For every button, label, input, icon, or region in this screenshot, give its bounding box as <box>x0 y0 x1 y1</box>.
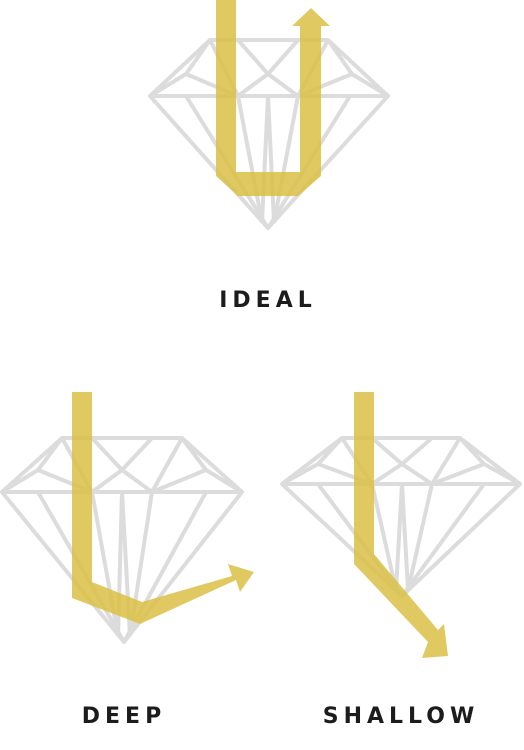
light-path <box>354 392 448 658</box>
shallow-cut-diagram <box>262 380 524 750</box>
ideal-cut-svg <box>148 0 390 230</box>
ideal-cut-diagram <box>0 0 524 330</box>
ideal-label: IDEAL <box>219 288 317 313</box>
deep-cut-diagram <box>0 380 262 750</box>
deep-label: DEEP <box>81 704 167 729</box>
deep-cut-svg <box>0 392 254 644</box>
shallow-label: SHALLOW <box>322 704 480 729</box>
light-path <box>72 392 254 624</box>
diamond-outline <box>280 436 522 598</box>
shallow-cut-svg <box>280 392 522 658</box>
diamond-outline <box>148 38 390 230</box>
light-path <box>216 0 330 196</box>
